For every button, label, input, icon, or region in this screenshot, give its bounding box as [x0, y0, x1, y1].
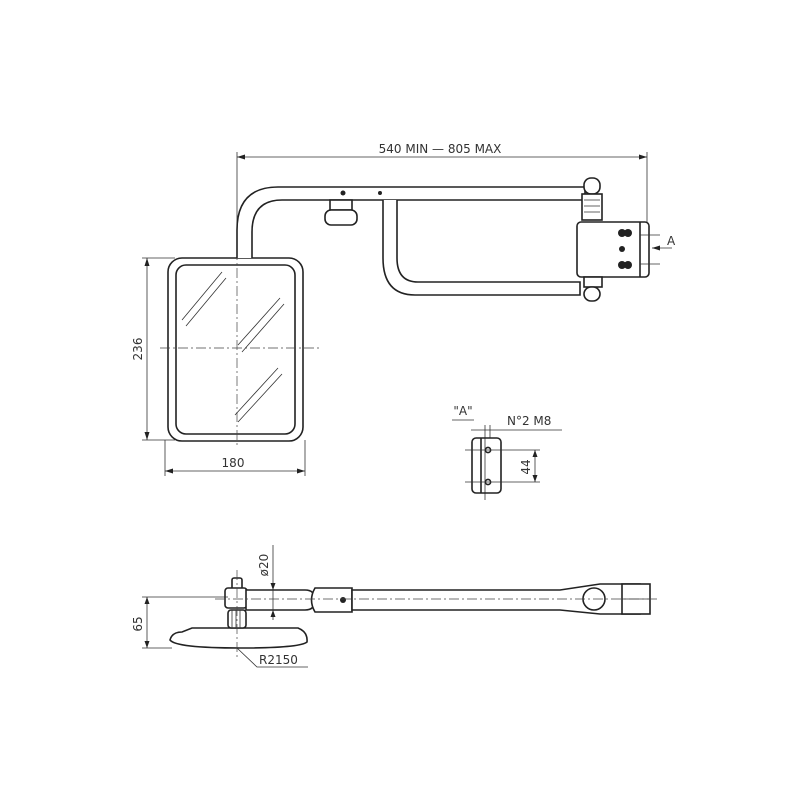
detail-a-label: "A" — [453, 404, 472, 418]
side-height-label: 65 — [131, 616, 145, 631]
mirror-height-label: 236 — [131, 338, 145, 361]
mirror-side-view: ø20 65 R2150 — [131, 545, 660, 668]
overall-length-label: 540 MIN — 805 MAX — [379, 142, 502, 156]
mirror-front-view — [160, 250, 320, 448]
mirror-arm — [236, 186, 586, 296]
bolt-spec-label: N°2 M8 — [507, 414, 551, 428]
bolt-spacing-label: 44 — [519, 459, 533, 474]
tube-diameter-label: ø20 — [257, 554, 271, 577]
mirror-radius-label: R2150 — [259, 653, 298, 667]
mount-bracket: A — [576, 177, 676, 302]
mirror-width-dimension: 180 — [164, 440, 306, 476]
mirror-height-dimension: 236 — [131, 257, 175, 441]
mirror-width-label: 180 — [222, 456, 245, 470]
detail-a: "A" N°2 M8 44 — [452, 404, 562, 500]
view-a-arrow-label: A — [667, 234, 676, 248]
